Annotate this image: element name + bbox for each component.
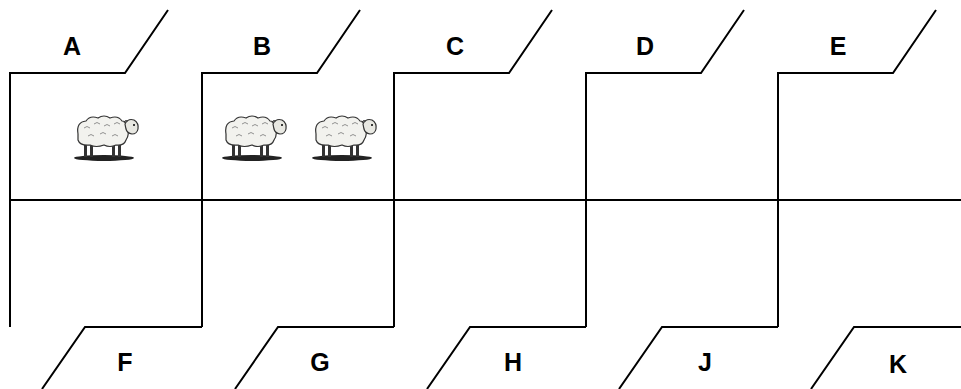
sheep-illustration (312, 116, 376, 161)
pen-lines (10, 10, 961, 389)
pen-letter: K (889, 352, 907, 377)
pen-letter: D (636, 34, 654, 59)
pen-letter: C (446, 34, 464, 59)
sheep-illustration (222, 116, 286, 161)
pen-letter: F (117, 350, 132, 375)
pen-letter: E (830, 34, 847, 59)
pen-letter: J (698, 350, 712, 375)
sheep-illustration (74, 116, 138, 161)
pen-letter: A (63, 34, 81, 59)
pen-letter: G (310, 350, 329, 375)
pen-letter: H (504, 350, 522, 375)
pen-letter: B (253, 34, 271, 59)
